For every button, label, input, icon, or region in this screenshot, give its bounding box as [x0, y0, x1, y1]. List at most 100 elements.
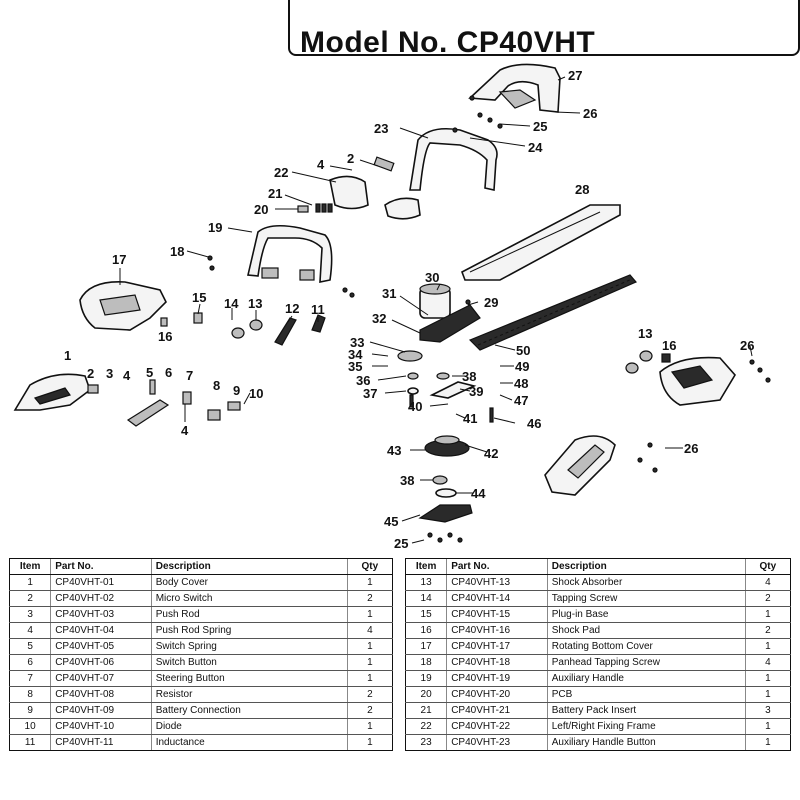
callout-16: 16	[158, 329, 172, 344]
cell-part-no: CP40VHT-18	[446, 654, 548, 671]
callout-39: 39	[469, 384, 483, 399]
callout-4: 4	[181, 423, 189, 438]
callout-4: 4	[317, 157, 325, 172]
cell-description: Diode	[150, 718, 348, 735]
cell-description: Battery Connection	[150, 702, 348, 719]
cell-qty: 1	[346, 718, 394, 735]
cell-description: Panhead Tapping Screw	[546, 654, 746, 671]
cell-part-no: CP40VHT-22	[446, 718, 548, 735]
callout-18: 18	[170, 244, 184, 259]
cell-description: Shock Pad	[546, 622, 746, 639]
col-part-no: Part No.	[446, 558, 548, 575]
cell-item: 19	[404, 670, 447, 687]
callout-33: 33	[350, 335, 364, 350]
cell-description: Steering Button	[150, 670, 348, 687]
callout-26: 26	[740, 338, 754, 353]
col-item: Item	[404, 558, 447, 575]
callout-17: 17	[112, 252, 126, 267]
callout-42: 42	[484, 446, 498, 461]
part-shock-absorbers	[87, 312, 671, 421]
callout-10: 10	[249, 386, 263, 401]
cell-part-no: CP40VHT-03	[50, 606, 152, 623]
callout-4: 4	[123, 368, 131, 383]
callout-38: 38	[462, 369, 476, 384]
cell-item: 4	[8, 622, 51, 639]
callout-24: 24	[528, 140, 543, 155]
table-header-row: Item Part No. Description Qty	[404, 558, 792, 575]
cell-qty: 2	[346, 590, 394, 607]
part-gear-stack	[397, 350, 477, 523]
cell-item: 22	[404, 718, 447, 735]
cell-qty: 1	[744, 734, 792, 751]
callout-9: 9	[233, 383, 240, 398]
callout-26: 26	[583, 106, 597, 121]
cell-part-no: CP40VHT-13	[446, 574, 548, 591]
callout-49: 49	[515, 359, 529, 374]
part-battery-housing	[659, 356, 736, 406]
cell-item: 21	[404, 702, 447, 719]
cell-part-no: CP40VHT-02	[50, 590, 152, 607]
callout-6: 6	[165, 365, 172, 380]
cell-description: Auxiliary Handle	[546, 670, 746, 687]
cell-part-no: CP40VHT-16	[446, 622, 548, 639]
screws	[207, 95, 771, 543]
exploded-parts-diagram: 1 2 3 4 4 5 6 7 8 9 10 11 12 13 13 14 15…	[13, 63, 771, 551]
cell-item: 15	[404, 606, 447, 623]
model-title: Model No. CP40VHT	[300, 26, 596, 56]
col-description: Description	[546, 558, 746, 575]
cell-description: Inductance	[150, 734, 348, 751]
cell-part-no: CP40VHT-11	[50, 734, 152, 751]
cell-part-no: CP40VHT-21	[446, 702, 548, 719]
callout-27: 27	[568, 68, 582, 83]
col-part-no: Part No.	[50, 558, 152, 575]
cell-qty: 1	[346, 638, 394, 655]
part-switch-button	[126, 399, 170, 427]
cell-qty: 1	[744, 606, 792, 623]
callout-47: 47	[514, 393, 528, 408]
cell-description: Switch Button	[150, 654, 348, 671]
callout-43: 43	[387, 443, 401, 458]
callout-28: 28	[575, 182, 589, 197]
col-qty: Qty	[346, 558, 394, 575]
cell-description: PCB	[546, 686, 746, 703]
cell-description: Push Rod	[150, 606, 348, 623]
cell-qty: 1	[346, 734, 394, 751]
callout-7: 7	[186, 368, 193, 383]
callout-25: 25	[394, 536, 408, 551]
cell-part-no: CP40VHT-09	[50, 702, 152, 719]
cell-item: 14	[404, 590, 447, 607]
cell-qty: 4	[346, 622, 394, 639]
callout-5: 5	[146, 365, 153, 380]
part-blade-cover	[461, 204, 621, 281]
callout-34: 34	[348, 347, 363, 362]
callout-22: 22	[274, 165, 288, 180]
cell-qty: 1	[346, 654, 394, 671]
part-trigger-handle	[409, 127, 498, 191]
part-lower-handle-cover	[544, 435, 616, 496]
callout-12: 12	[285, 301, 299, 316]
part-rear-handle	[468, 63, 561, 113]
cell-item: 16	[404, 622, 447, 639]
callout-2: 2	[87, 366, 94, 381]
callout-35: 35	[348, 359, 362, 374]
callout-21: 21	[268, 186, 282, 201]
model-title-box: Model No. CP40VHT	[288, 0, 800, 56]
cell-qty: 2	[744, 590, 792, 607]
callout-48: 48	[514, 376, 528, 391]
callout-2: 2	[347, 151, 354, 166]
callout-29: 29	[484, 295, 498, 310]
